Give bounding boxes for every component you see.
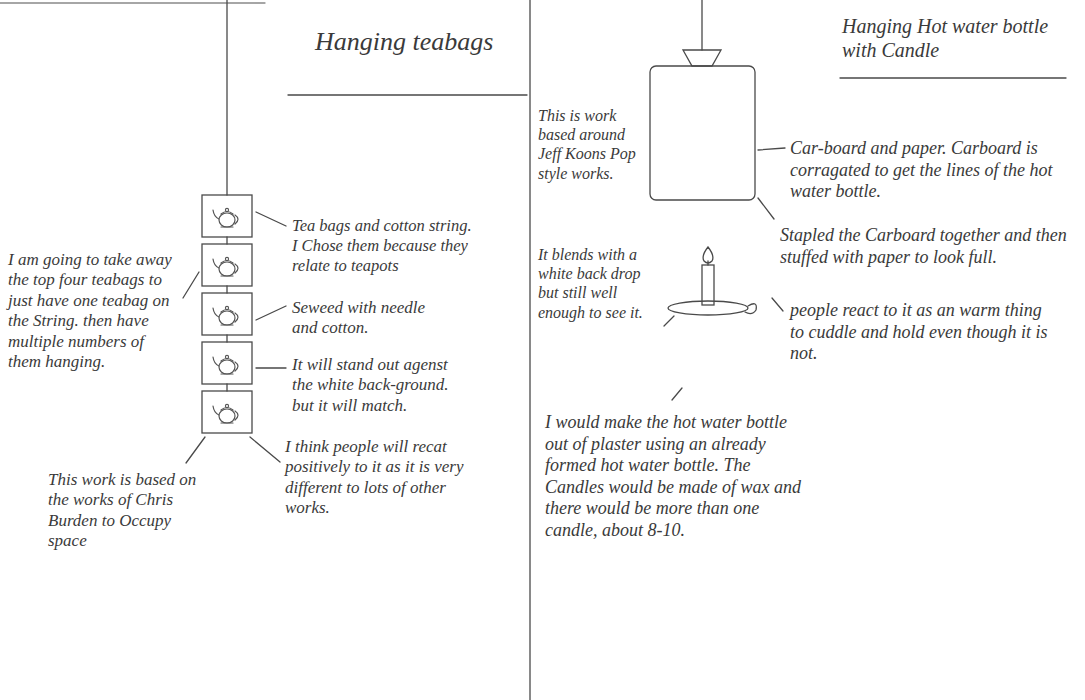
- leader-line: [186, 437, 205, 463]
- title-underline: [288, 94, 527, 95]
- candle-holder-handle: [745, 304, 756, 314]
- leader-line: [758, 148, 785, 150]
- teabag: [202, 342, 252, 384]
- note-text: Seweed with needle and cotton.: [292, 298, 442, 339]
- teabag: [202, 391, 252, 433]
- leader-line: [183, 272, 199, 298]
- teapot-icon: [213, 404, 238, 423]
- note-text: It will stand out agenst the white back-…: [292, 355, 470, 416]
- leader-line: [256, 212, 286, 226]
- teabag: [202, 244, 252, 286]
- hanging-string: [226, 286, 227, 293]
- note-text: Tea bags and cotton string. I Chose them…: [292, 216, 474, 275]
- candle: [702, 265, 714, 305]
- leader-line: [664, 316, 674, 326]
- note-text: This work is based on the works of Chris…: [48, 470, 213, 552]
- hanging-string: [226, 0, 227, 195]
- bottle-neck: [683, 50, 721, 66]
- page-edge-line: [0, 2, 265, 3]
- divider-line: [529, 0, 530, 700]
- teapot-icon: [213, 355, 238, 374]
- note-text: I would make the hot water bottle out of…: [545, 412, 807, 542]
- hanging-string: [226, 335, 227, 342]
- hanging-string: [226, 237, 227, 244]
- sketch-title: Hanging teabags: [315, 26, 525, 57]
- candle-holder: [668, 301, 748, 315]
- sketch-title: Hanging Hot water bottle with Candle: [842, 14, 1070, 62]
- leader-line: [772, 298, 783, 311]
- leader-line: [672, 388, 682, 400]
- title-underline: [840, 77, 1066, 78]
- note-text: Stapled the Carboard together and then s…: [780, 225, 1070, 268]
- note-text: I am going to take away the top four tea…: [8, 250, 180, 372]
- teapot-icon: [213, 257, 238, 276]
- note-text: I think people will recat positively to …: [285, 437, 485, 519]
- leader-line: [758, 198, 774, 219]
- teabag: [202, 293, 252, 335]
- note-text: It blends with a white back drop but sti…: [538, 245, 658, 322]
- teabag: [202, 195, 252, 237]
- teapot-icon: [213, 208, 238, 227]
- leader-line: [256, 367, 286, 368]
- hanging-string: [226, 384, 227, 391]
- note-text: Car-board and paper. Carboard is corraga…: [790, 138, 1070, 203]
- leader-line: [250, 437, 280, 462]
- hot-water-bottle: [650, 66, 755, 200]
- teapot-icon: [213, 306, 238, 325]
- leader-line: [256, 306, 286, 320]
- note-text: This is work based around Jeff Koons Pop…: [538, 106, 642, 183]
- hanging-string: [701, 0, 702, 50]
- note-text: people react to it as an warm thing to c…: [790, 300, 1058, 365]
